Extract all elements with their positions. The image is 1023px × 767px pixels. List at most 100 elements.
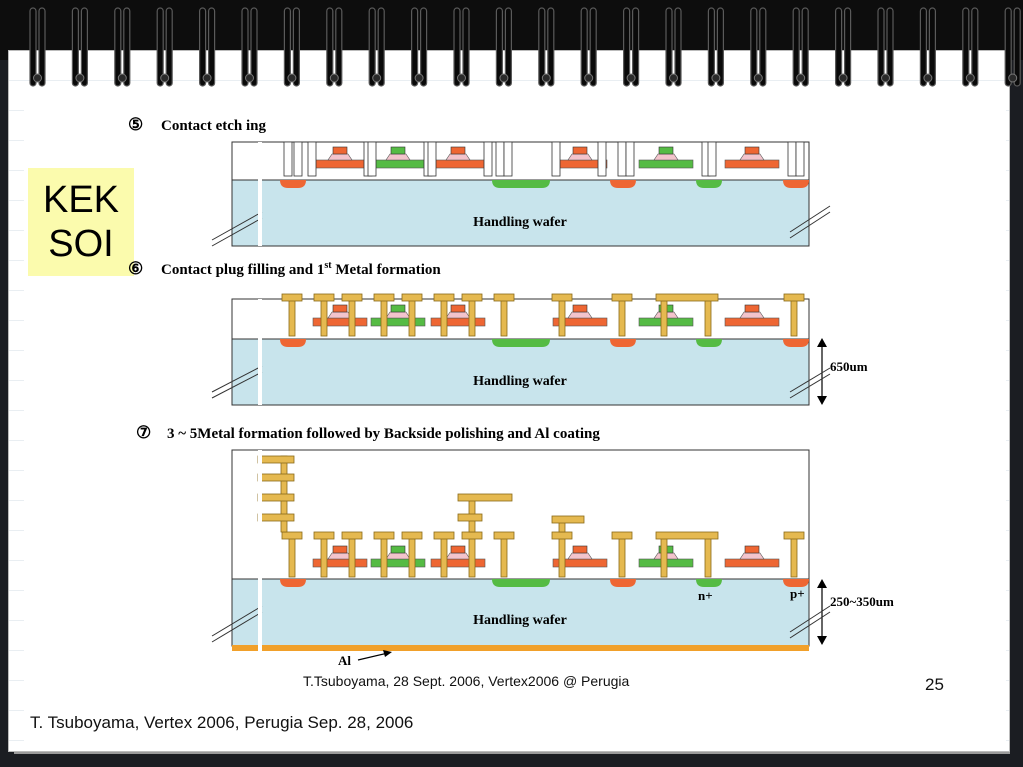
break-line (211, 605, 263, 637)
binder-ring (547, 7, 555, 87)
contact-hole (293, 141, 303, 177)
binder-ring (123, 7, 131, 87)
metal-line (257, 493, 295, 502)
contact-plug (790, 537, 798, 578)
gate-oxide (567, 552, 593, 560)
contact-hole (483, 141, 493, 177)
contact-plug (320, 537, 328, 578)
contact-plug (468, 537, 476, 578)
binder-hole (923, 73, 933, 83)
binder-ring (801, 7, 809, 87)
n-plus-implant (280, 579, 306, 587)
step6-title-part1: Contact plug filling and 1 (161, 262, 324, 278)
handling-wafer-6 (231, 338, 810, 406)
binder-ring (759, 7, 767, 87)
binder-hole (796, 73, 806, 83)
al-pointer-head (383, 650, 392, 657)
al-label: Al (338, 653, 351, 668)
pmos-active (638, 159, 694, 169)
binder-ring (589, 7, 597, 87)
metal-line (551, 293, 573, 302)
gate-oxide (567, 311, 593, 319)
binder-ring (843, 7, 852, 87)
contact-hole (551, 141, 561, 177)
binder-ring (165, 7, 173, 87)
pmos-active (370, 317, 426, 327)
metal-line (341, 293, 363, 302)
binder-ring (792, 7, 800, 87)
contact-plug (440, 537, 448, 578)
binder-hole (329, 73, 339, 83)
binder-hole (33, 73, 42, 83)
gate-poly (572, 146, 588, 155)
binder-ring (250, 7, 258, 87)
binder-ring (377, 7, 385, 87)
contact-hole (495, 141, 505, 177)
metal-line (551, 515, 585, 524)
gate-poly (332, 545, 348, 554)
slide-footer: T. Tsuboyama, Vertex 2006, Perugia Sep. … (30, 713, 414, 732)
contact-plug (348, 299, 356, 337)
break-line (211, 371, 263, 399)
handling-wafer-label-5: Handling wafer (473, 215, 567, 230)
nmos-active (312, 159, 368, 169)
kek-soi-title-box: KEK SOI (28, 168, 134, 276)
kek-soi-title-line1: KEK (42, 179, 120, 221)
binder-ring (114, 7, 122, 87)
contact-hole (707, 141, 717, 177)
binder-hole (669, 73, 678, 83)
binder-hole (838, 73, 848, 83)
binder-hole (584, 73, 594, 83)
binder-ring (420, 7, 428, 87)
gate-poly (744, 545, 760, 554)
binder-ring (38, 7, 46, 87)
break-line (211, 217, 263, 247)
gate-oxide (385, 153, 411, 161)
gate-poly (658, 146, 674, 155)
contact-plug (380, 299, 388, 337)
gate-poly (450, 304, 466, 313)
binder-ring (716, 7, 725, 87)
binder-hole (711, 73, 721, 83)
gate-oxide (445, 552, 471, 560)
metal-line (257, 455, 295, 464)
p-plus-implant (696, 180, 722, 188)
nmos-active (724, 558, 780, 568)
binder-ring (971, 7, 979, 87)
nmos-active (724, 317, 780, 327)
step6-title: Contact plug filling and 1st Metal forma… (161, 260, 441, 278)
metal-line (655, 531, 719, 540)
metal-line (457, 513, 483, 522)
metal-line (493, 293, 515, 302)
binder-hole (1008, 73, 1018, 83)
nmos-active (430, 317, 486, 327)
panel-contact-etching: Handling wafer (231, 141, 810, 247)
metal-line (401, 293, 423, 302)
nmos-active (724, 159, 780, 169)
step7-number: ⑦ (136, 423, 151, 442)
break-line (789, 611, 831, 639)
binder-ring (156, 7, 164, 87)
contact-plug (704, 537, 712, 578)
metal-line (257, 473, 295, 482)
metal-line (313, 293, 335, 302)
binder-ring (326, 7, 334, 87)
binder-ring (928, 7, 937, 87)
arrow-head-down-2 (817, 636, 827, 645)
contact-plug (320, 299, 328, 337)
binder-hole (75, 73, 85, 83)
panel-multimetal-backside: Handling wafer n+ p+ 250~350um Al (231, 449, 894, 668)
binder-ring (199, 7, 207, 87)
gate-poly (450, 545, 466, 554)
p-plus-label: p+ (790, 586, 805, 601)
binder-hole (160, 73, 170, 83)
gate-oxide (653, 153, 679, 161)
nmos-active (430, 558, 486, 568)
metal-line (551, 531, 573, 540)
gate-poly (572, 304, 588, 313)
metal-line (783, 293, 805, 302)
arrow-head-down (817, 396, 827, 405)
break-gap (258, 142, 262, 246)
contact-hole (795, 141, 805, 177)
